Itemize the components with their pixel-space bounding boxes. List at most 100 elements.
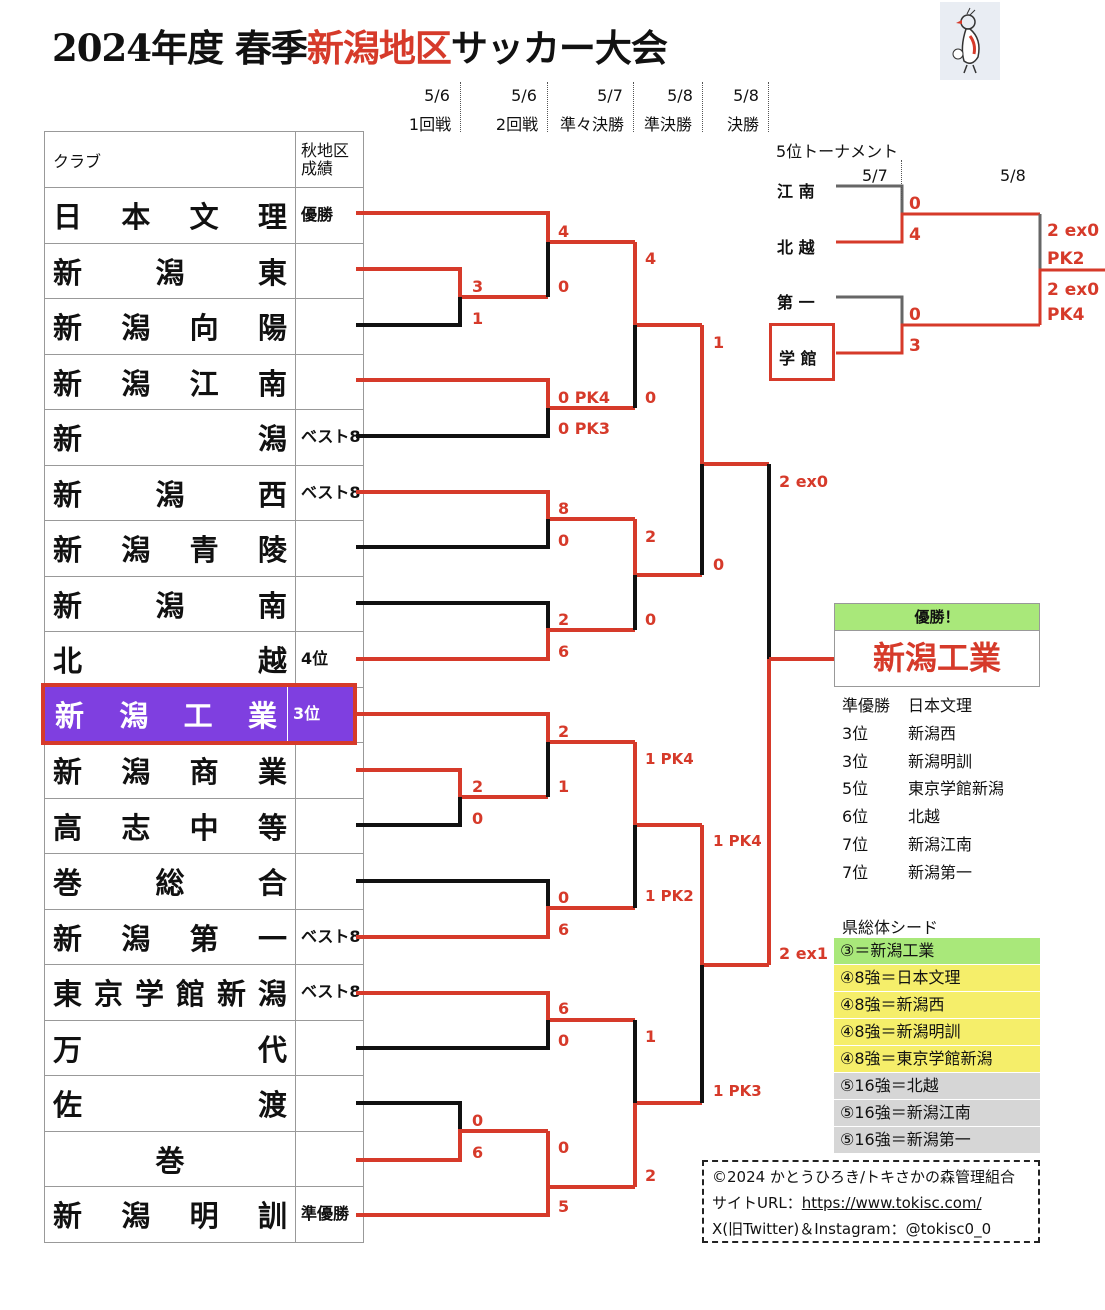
credit-box: ©2024 かとうひろき/トキさかの森管理組合 サイトURL：https://w… <box>702 1160 1040 1243</box>
ranking-team: 東京学館新潟 <box>908 779 1005 799</box>
score-label: 0 <box>909 194 921 214</box>
score-label: 2 <box>645 527 656 546</box>
site-url-link[interactable]: https://www.tokisc.com/ <box>801 1194 982 1212</box>
round-separator <box>547 82 548 132</box>
score-label: 3 <box>909 336 921 356</box>
round-date: 5/6 <box>424 86 450 105</box>
winner-path <box>356 378 635 410</box>
round-separator <box>633 82 634 132</box>
winner-path <box>356 1131 550 1217</box>
score-label: 2 ex0 <box>1047 280 1099 300</box>
team-name-text: 佐渡 <box>53 1088 287 1123</box>
ranking-item: 準優勝日本文理 <box>842 692 972 716</box>
round-name: 準決勝 <box>643 115 692 134</box>
seed-item: ③＝新潟工業 <box>834 938 1040 965</box>
ranking-team: 新潟西 <box>908 723 957 743</box>
team-row: 新潟西ベスト8 <box>44 464 364 521</box>
credit-social: X(旧Twitter)＆Instagram：@tokisc0_0 <box>712 1220 992 1238</box>
bracket-line <box>836 184 904 214</box>
bird-mascot-icon <box>940 2 1000 80</box>
team-name-text: 東京学館新潟 <box>53 977 287 1012</box>
score-label: 2 ex0 <box>779 472 828 491</box>
team-row: 巻 <box>44 1130 364 1187</box>
ranking-item: 6位 北越 <box>842 803 940 827</box>
credit-copyright: ©2024 かとうひろき/トキさかの森管理組合 <box>712 1168 1015 1186</box>
team-name: 巻総合 <box>44 853 296 910</box>
bracket-line <box>356 601 550 630</box>
winner-path <box>836 323 1040 355</box>
team-row: 新潟第一ベスト8 <box>44 908 364 965</box>
round-date: 5/8 <box>667 86 693 105</box>
fifth-date: 5/8 <box>1000 166 1026 185</box>
seed-item: ⑤16強＝北越 <box>834 1073 1040 1100</box>
seed-item: ④8強＝新潟明訓 <box>834 1019 1040 1046</box>
team-name-text: 北越 <box>53 644 287 679</box>
ranking-item: 7位新潟第一 <box>842 859 972 883</box>
team-row: 新潟ベスト8 <box>44 409 364 466</box>
score-label: 2 <box>645 1166 656 1185</box>
team-name-text: 新潟向陽 <box>53 311 287 346</box>
team-name-text: 巻 <box>155 1143 185 1178</box>
round-name: 2回戦 <box>495 115 539 134</box>
team-name-text: 日本文理 <box>53 200 287 235</box>
score-label: 0 PK3 <box>558 419 610 438</box>
ranking-team: 北越 <box>908 807 941 827</box>
team-name: 新潟明訓 <box>44 1186 296 1243</box>
score-label: 4 <box>909 225 921 245</box>
ranking-place: 6位 <box>842 807 869 827</box>
team-record <box>295 298 364 355</box>
winner-path <box>356 906 635 939</box>
team-name: 高志中等 <box>44 797 296 854</box>
ranking-item: 3位 新潟西 <box>842 720 956 744</box>
score-label: 2 ex0 <box>1047 221 1099 241</box>
round-name: 決勝 <box>726 115 759 134</box>
round-separator <box>901 160 902 200</box>
round-separator <box>460 82 461 132</box>
ranking-item: 5位東京学館新潟 <box>842 775 1004 799</box>
score-label: 1 <box>645 1027 656 1046</box>
ranking-team: 新潟明訓 <box>908 751 973 771</box>
seed-title: 県総体シード <box>842 918 939 937</box>
team-record: ベスト8 <box>295 464 364 521</box>
team-record <box>295 797 364 854</box>
credit-site-label: サイトURL： <box>712 1194 802 1212</box>
round-separator <box>702 82 703 132</box>
team-name: 新潟商業 <box>44 742 296 799</box>
team-row: 佐渡 <box>44 1075 364 1132</box>
score-label: 1 <box>558 777 569 796</box>
score-label: PK4 <box>1047 305 1085 325</box>
score-label: 0 <box>713 555 724 574</box>
score-label: 0 <box>558 531 569 550</box>
record-header: 秋地区 成績 <box>295 131 364 188</box>
score-label: PK2 <box>1047 249 1084 269</box>
score-label: 0 <box>558 1031 569 1050</box>
fifth-date: 5/7 <box>862 166 888 185</box>
credit-site: サイトURL：https://www.tokisc.com/ <box>712 1190 1030 1216</box>
team-row: 新潟青陵 <box>44 520 364 577</box>
team-row: 新潟東 <box>44 242 364 299</box>
ranking-team: 日本文理 <box>908 696 973 715</box>
team-row: 高志中等 <box>44 797 364 854</box>
round-separator <box>768 82 769 132</box>
round-name: 1回戦 <box>408 115 452 134</box>
ranking-place: 3位 <box>842 723 869 743</box>
winner-path <box>356 1129 548 1162</box>
score-label: 1 PK4 <box>645 750 694 768</box>
team-record: ベスト8 <box>295 409 364 466</box>
score-label: 0 <box>909 305 921 325</box>
winner-path <box>1038 268 1105 325</box>
score-label: 0 <box>558 1138 569 1157</box>
ranking-item: 7位 新潟江南 <box>842 831 972 855</box>
bracket-line <box>356 797 462 827</box>
bracket-line <box>356 879 550 908</box>
winner-path <box>356 628 635 661</box>
ranking-team: 新潟江南 <box>908 835 973 854</box>
ranking-place: 7位 <box>842 835 869 854</box>
winner-path <box>546 1185 635 1215</box>
score-label: 1 PK3 <box>713 1082 762 1100</box>
score-label: 2 <box>558 722 569 741</box>
team-name-text: 高志中等 <box>53 810 287 845</box>
score-label: 4 <box>558 222 569 241</box>
